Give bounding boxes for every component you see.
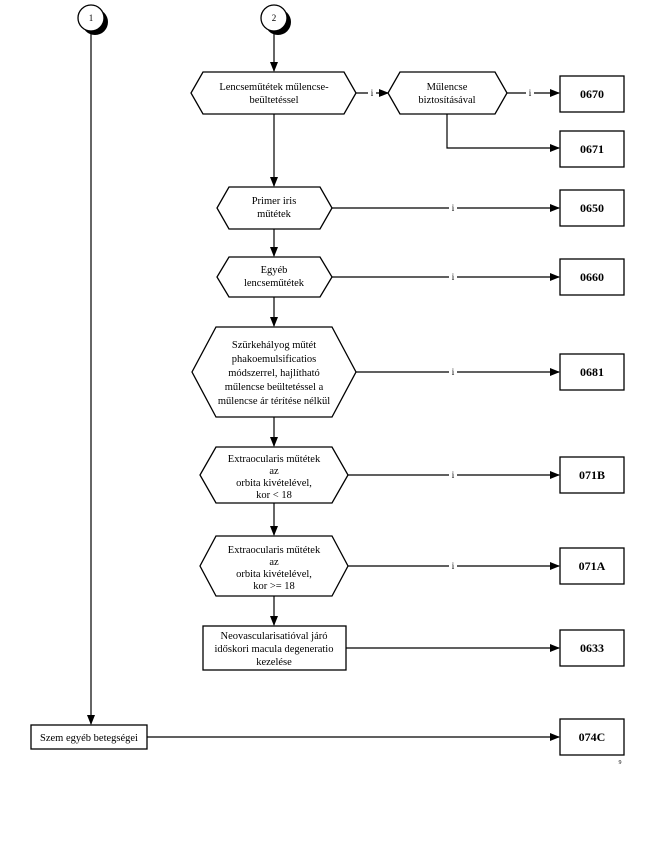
code-0633: 0633: [580, 641, 604, 655]
decision-egyeb-lencse: [216, 256, 333, 298]
process-neovascularisatio: [202, 625, 347, 671]
decision-szurkehalyog-line-5: műlencse ár térítése nélkül: [218, 396, 330, 407]
decision-extraocularis-ge18-line-4: kor >= 18: [253, 581, 295, 592]
process-neovascularisatio-line-3: kezelése: [256, 657, 292, 668]
decision-extraocularis-ge18-line-2: az: [269, 557, 279, 568]
connector-2: 2: [260, 4, 291, 35]
decision-primer-iris: [216, 186, 333, 230]
decision-primer-iris-line-2: műtétek: [257, 209, 292, 220]
code-box-0670: [559, 75, 625, 113]
code-071B: 071B: [579, 468, 605, 482]
decision-szurkehalyog-line-1: Szürkehályog műtét: [232, 340, 316, 351]
connector-1: 1: [77, 4, 108, 35]
process-szem-egyeb-label: Szem egyéb betegségei: [40, 733, 138, 744]
decision-extraocularis-ge18-line-3: orbita kivételével,: [236, 569, 312, 580]
decision-lencse-mulencse: [190, 71, 357, 115]
code-box-0671: [559, 130, 625, 168]
decision-extraocularis-ge18: [199, 535, 349, 597]
connector-2-label: 2: [272, 13, 277, 23]
code-box-0650: [559, 189, 625, 227]
code-box-071B: [559, 456, 625, 494]
edge-label: i: [452, 561, 455, 571]
connector-1-label: 1: [89, 13, 94, 23]
edge-label: i: [452, 470, 455, 480]
code-0670: 0670: [580, 87, 604, 101]
decision-extraocularis-lt18-line-2: az: [269, 466, 279, 477]
decision-extraocularis-ge18-line-1: Extraocularis műtétek: [228, 545, 321, 556]
decision-mulencse-line-2: biztosításával: [418, 95, 475, 106]
edge-label: i: [452, 203, 455, 213]
decision-szurkehalyog: [191, 326, 357, 418]
decision-egyeb-lencse-line-1: Egyéb: [261, 265, 288, 276]
decision-mulencse-biztositasaval: [387, 71, 508, 115]
code-071A: 071A: [579, 559, 606, 573]
decision-extraocularis-lt18: [199, 446, 349, 504]
decision-extraocularis-lt18-line-1: Extraocularis műtétek: [228, 454, 321, 465]
code-box-0660: [559, 258, 625, 296]
code-box-074C: [559, 718, 625, 756]
edge-label: i: [529, 88, 532, 98]
flow-line-to-0671: [446, 114, 560, 152]
decision-egyeb-lencse-line-2: lencseműtétek: [244, 278, 305, 289]
code-box-0633: [559, 629, 625, 667]
decision-primer-iris-line-1: Primer iris: [252, 196, 297, 207]
process-neovascularisatio-line-2: időskori macula degeneratio: [215, 644, 334, 655]
process-szem-egyeb: [30, 724, 148, 750]
code-0681: 0681: [580, 365, 604, 379]
process-neovascularisatio-line-1: Neovascularisatióval járó: [221, 631, 328, 642]
decision-mulencse-line-1: Műlencse: [427, 82, 468, 93]
decision-szurkehalyog-line-3: módszerrel, hajlítható: [228, 368, 320, 379]
edge-label: i: [371, 88, 374, 98]
decision-extraocularis-lt18-line-3: orbita kivételével,: [236, 478, 312, 489]
footnote: 9: [619, 760, 622, 766]
code-0650: 0650: [580, 201, 604, 215]
decision-lencse-mulencse-line-2: beültetéssel: [250, 95, 299, 106]
decision-lencse-mulencse-line-1: Lencseműtétek műlencse-: [219, 82, 329, 93]
code-0671: 0671: [580, 142, 604, 156]
edge-label: i: [452, 367, 455, 377]
code-box-071A: [559, 547, 625, 585]
code-box-0681: [559, 353, 625, 391]
decision-szurkehalyog-line-2: phakoemulsificatios: [232, 354, 317, 365]
edge-label: i: [452, 272, 455, 282]
decision-extraocularis-lt18-line-4: kor < 18: [256, 490, 292, 501]
code-0660: 0660: [580, 270, 604, 284]
decision-szurkehalyog-line-4: műlencse beültetéssel a: [225, 382, 324, 393]
code-074C: 074C: [579, 730, 606, 744]
